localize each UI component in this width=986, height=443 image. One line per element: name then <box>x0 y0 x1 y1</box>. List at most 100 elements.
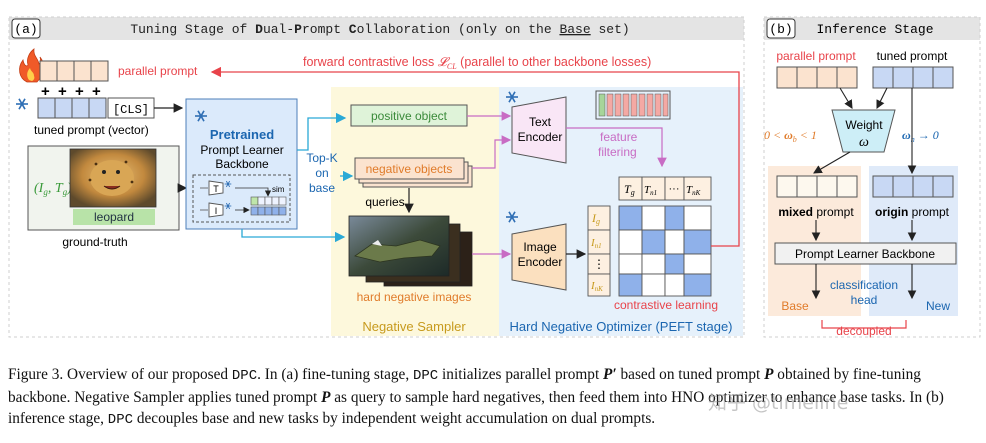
negative-objects-box <box>354 157 465 180</box>
plus-sign: + <box>92 83 101 100</box>
positive-object-arrow <box>297 112 347 151</box>
decoupled-label: decoupled <box>836 324 891 338</box>
omega-b-range: 0 < ωb < 1 <box>764 128 817 144</box>
image-branch-trapezoid <box>208 202 224 218</box>
image-embedding-in1: In1 <box>590 237 602 250</box>
prompt-learner-backbone-box <box>774 242 957 265</box>
panel-b-tag: (b) <box>769 22 792 37</box>
parallel-prompt-vector <box>39 60 109 82</box>
feature-label: feature <box>600 130 638 144</box>
text-embedding-tg: Tg <box>624 182 635 197</box>
pretrained-label: Pretrained <box>210 127 274 142</box>
image-encoder-label-1: Image <box>523 240 557 254</box>
topk-base-label: base <box>309 181 335 195</box>
matrix-cell <box>664 229 685 255</box>
contrastive-learning-label: contrastive learning <box>614 298 718 312</box>
hard-negative-images-label: hard negative images <box>357 290 472 304</box>
text-embedding-row <box>618 176 712 201</box>
snowflake-icon <box>15 98 29 110</box>
plus-sign: + <box>75 83 84 100</box>
positive-object-label: positive object <box>371 109 448 123</box>
forward-loss-arrow <box>210 66 740 247</box>
plus-sign: + <box>41 83 50 100</box>
similarity-matrix <box>618 205 712 297</box>
mixed-prompt-vector <box>776 175 858 198</box>
panel-a-border <box>8 16 745 338</box>
origin-prompt-label: origin prompt <box>875 205 950 219</box>
crocodile-teeth <box>372 240 382 246</box>
weight-label: Weight <box>845 118 883 132</box>
leopard-label-box <box>73 209 155 225</box>
weight-omega: ω <box>859 135 869 150</box>
ground-truth-formula: (Ig, Tg) <box>34 181 72 197</box>
panel-b-tag-box <box>766 18 796 39</box>
queries-label: queries <box>365 195 404 209</box>
text-branch-trapezoid <box>208 180 224 196</box>
prompt-learner-label: Prompt Learner <box>200 143 283 157</box>
ground-truth-label: ground-truth <box>62 235 127 249</box>
negative-to-text-encoder-arrow <box>472 135 512 169</box>
omega-n-limit: ωn → 0 <box>902 128 939 144</box>
matrix-cell <box>618 253 643 275</box>
matrix-cell <box>664 253 685 275</box>
cls-token: [CLS] <box>113 103 149 117</box>
parallel-prompt-label-b: parallel prompt <box>776 49 856 63</box>
hard-negatives-arrow <box>241 229 346 243</box>
image-embedding-dots: ⋮ <box>593 257 605 271</box>
matrix-cell <box>618 273 643 297</box>
text-branch-label: T <box>213 184 219 194</box>
topk-on-label: on <box>315 166 328 180</box>
matrix-cell <box>683 229 712 255</box>
image-branch-label: I <box>215 206 218 216</box>
head-label: head <box>851 293 878 307</box>
parallel-to-weight-arrow <box>839 87 853 109</box>
panel-a-tag-box <box>11 18 41 39</box>
fire-icon-core <box>27 68 35 81</box>
classification-label: classification <box>830 278 898 292</box>
text-encoder-label-2: Encoder <box>518 130 563 144</box>
mixed-prompt-label: mixed prompt <box>778 205 854 219</box>
figure-caption: Figure 3. Overview of our proposed DPC. … <box>8 366 944 428</box>
filtering-label: filtering <box>598 145 637 159</box>
panel-b-title: Inference Stage <box>816 22 933 37</box>
negative-objects-label: negative objects <box>366 162 453 176</box>
watermark: 知乎 @timeline <box>708 392 849 414</box>
weight-to-mixed-arrow <box>813 151 851 174</box>
inner-text-arrow <box>235 187 272 197</box>
fire-icon <box>19 48 44 83</box>
matrix-cell <box>683 205 712 231</box>
panel-a: (a) Tuning Stage of Dual-Prompt Collabor… <box>8 16 745 338</box>
tuned-prompt-vector-label: tuned prompt (vector) <box>34 123 149 137</box>
parallel-prompt-vector-b <box>776 66 858 89</box>
feature-filtering-arrow <box>566 127 667 168</box>
sim-label: sim <box>272 185 285 194</box>
text-embedding-dots: ··· <box>669 183 680 195</box>
prompt-learner-backbone-label: Prompt Learner Backbone <box>795 247 935 261</box>
base-label: Base <box>781 299 809 313</box>
image-encoder-label-2: Encoder <box>518 255 563 269</box>
sim-vector-blue <box>250 206 287 216</box>
tuned-prompt-vector-b <box>872 66 954 89</box>
leopard-image <box>69 148 157 208</box>
matrix-cell <box>664 205 685 231</box>
panel-a-tag: (a) <box>14 22 37 37</box>
parallel-prompt-label: parallel prompt <box>118 64 198 78</box>
matrix-cell <box>641 205 666 231</box>
negative-sampler-label: Negative Sampler <box>362 319 466 334</box>
image-embedding-column <box>587 205 611 297</box>
image-embedding-ig: Ig <box>591 211 600 226</box>
negative-sampler-region <box>331 87 499 336</box>
matrix-cell <box>618 229 643 255</box>
plus-sign: + <box>58 83 67 100</box>
text-embedding-tn1: Tn1 <box>644 184 657 197</box>
hard-negative-optimizer-label: Hard Negative Optimizer (PEFT stage) <box>510 319 733 334</box>
matrix-cell <box>618 205 643 231</box>
matrix-cell <box>641 229 666 255</box>
topk-label: Top-K <box>306 151 337 165</box>
panel-b-header <box>764 17 980 40</box>
image-embedding-ink: InK <box>590 280 603 293</box>
matrix-cell <box>641 253 666 275</box>
tuned-prompt-label-b: tuned prompt <box>877 49 948 63</box>
panel-b: (b) Inference Stage parallel prompt tune… <box>763 16 981 338</box>
feature-bars <box>598 93 669 117</box>
